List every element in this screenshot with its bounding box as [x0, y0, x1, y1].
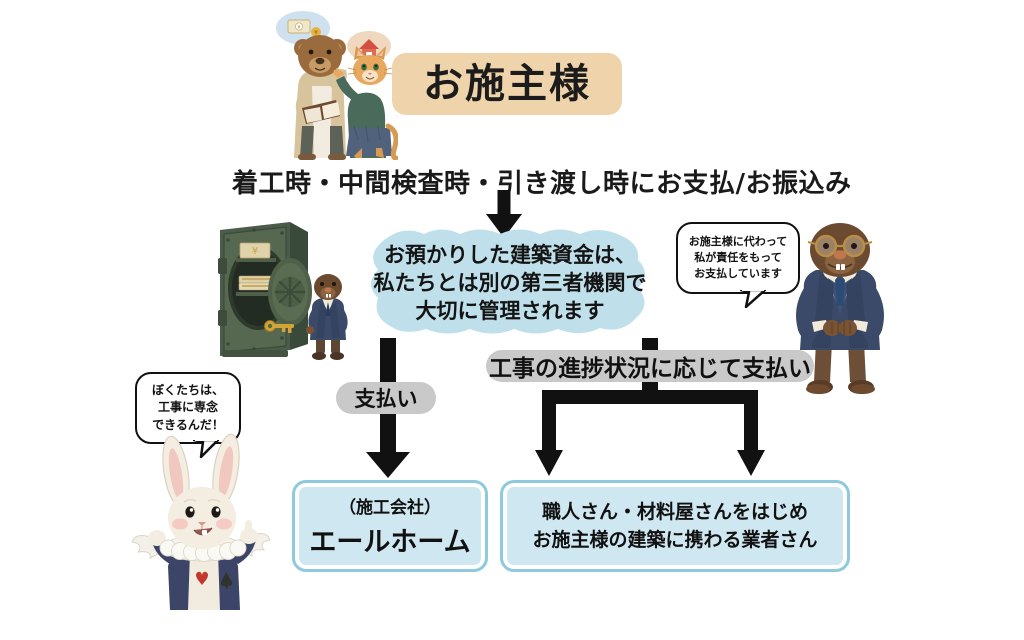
payment-badge: 支払い	[336, 382, 436, 414]
rabbit-bubble-line-3: できるんだ！	[152, 417, 224, 432]
rabbit-speech-bubble: ぼくたちは、 工事に専念 できるんだ！	[135, 372, 241, 458]
escrow-message-box: お預かりした建築資金は、 私たちとは別の第三者機関で 大切に管理されます	[360, 228, 660, 338]
svg-text:¥: ¥	[297, 25, 300, 31]
page-title-text: お施主様	[423, 61, 591, 107]
vendors-line-2: お施主様の建築に携わる業者さん	[532, 529, 818, 551]
mole-speech-bubble: お施主様に代わって 私が責任をもって お支払しています	[676, 222, 800, 308]
bubble-tail	[193, 440, 219, 458]
mole-bubble-line-3: お支払しています	[694, 266, 782, 280]
rabbit-bubble-line-1: ぼくたちは、	[151, 382, 224, 397]
page-title: お施主様	[392, 53, 622, 115]
company-label: （施工会社）	[339, 498, 441, 518]
bubble-tail	[740, 290, 766, 308]
svg-text:¥: ¥	[252, 246, 258, 257]
white-rabbit-illustration	[128, 432, 278, 610]
green-safe-vault-illustration: ¥	[212, 218, 330, 360]
escrow-line-3: 大切に管理されます	[415, 299, 605, 324]
company-name: エールホーム	[309, 527, 471, 558]
arrow-client-to-escrow	[484, 190, 524, 238]
mole-bubble-line-2: 私が責任をもって	[694, 251, 782, 265]
svg-text:¥: ¥	[314, 30, 318, 37]
mole-bubble-line-1: お施主様に代わって	[688, 235, 788, 249]
vendors-line-1: 職人さん・材料屋さんをはじめ	[541, 500, 808, 523]
progress-payment-badge: 工事の進捗状況に応じて支払い	[486, 350, 814, 382]
bear-and-cat-illustration: ¥ ¥	[258, 8, 398, 160]
small-mole-with-key-illustration	[302, 272, 354, 360]
vendors-box: 職人さん・材料屋さんをはじめ お施主様の建築に携わる業者さん	[500, 480, 850, 572]
payment-timing-caption: 着工時・中間検査時・引き渡し時にお支払/お振込み	[232, 169, 852, 199]
rabbit-bubble-line-2: 工事に専念	[157, 400, 218, 415]
escrow-line-1: お預かりした建築資金は、	[384, 242, 636, 267]
cloud-shape	[371, 229, 645, 334]
big-mole-in-suit-illustration	[782, 222, 898, 400]
construction-company-box: （施工会社） エールホーム	[292, 480, 488, 572]
escrow-line-2: 私たちとは別の第三者機関で	[373, 270, 647, 295]
